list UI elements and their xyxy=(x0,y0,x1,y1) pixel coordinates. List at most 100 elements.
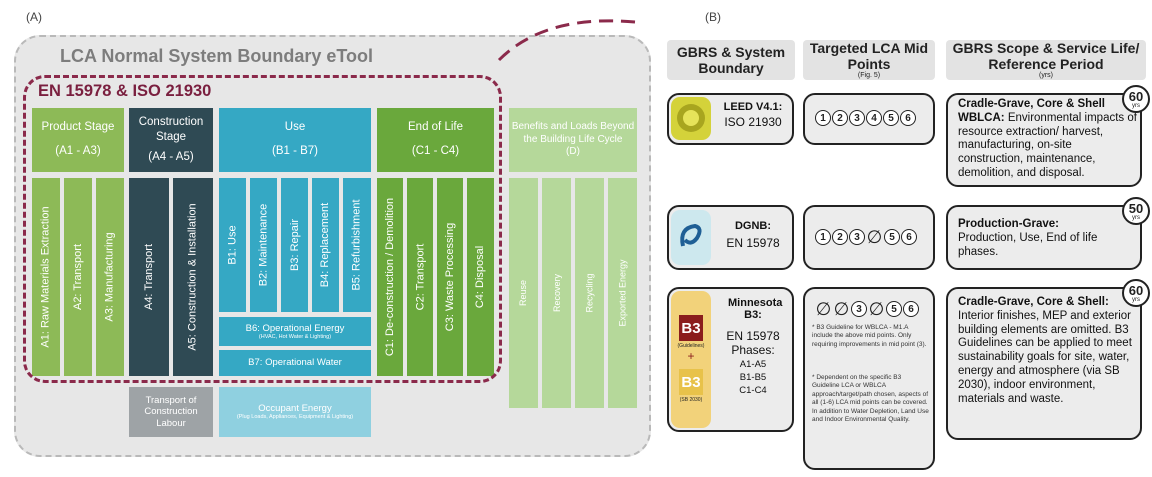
stage-header-construction: Construction Stage (A4 - A5) xyxy=(129,108,213,172)
module-b7: B7: Operational Water xyxy=(219,350,371,376)
header-lca-midpoints: Targeted LCA Mid Points (Fig. 5) xyxy=(803,40,935,80)
midpoint: 2 xyxy=(832,110,848,126)
module-d-recovery: Recovery xyxy=(542,178,571,408)
module-d-reuse: Reuse xyxy=(509,178,538,408)
module-label: Recycling xyxy=(584,273,595,313)
b3-note-2: * Dependent on the specific B3 Guideline… xyxy=(812,374,929,424)
module-label: Exported Energy xyxy=(617,259,628,327)
module-sublabel: (HVAC, Hot Water & Lighting) xyxy=(258,333,332,340)
transport-labour-box: Transport of Construction Labour xyxy=(129,387,213,437)
phase: B1-B5 xyxy=(739,372,767,383)
dgnb-name: DGNB: EN 15978 xyxy=(714,220,792,250)
stage-title: Benefits and Loads Beyond the Building L… xyxy=(511,121,635,145)
header-label: GBRS & System Boundary xyxy=(676,43,786,76)
stage-header-product: Product Stage (A1 - A3) xyxy=(32,108,124,172)
module-label: Reuse xyxy=(518,279,529,307)
midpoint: 3 xyxy=(849,229,865,245)
header-label: GBRS Scope & Service Life/ Reference Per… xyxy=(952,39,1140,72)
header-scope: GBRS Scope & Service Life/ Reference Per… xyxy=(946,40,1146,80)
phase: C1-C4 xyxy=(739,385,767,396)
stage-code: (A1 - A3) xyxy=(55,145,101,157)
module-label: B7: Operational Water xyxy=(248,357,342,369)
scope-title: Cradle-Grave, Core & Shell: xyxy=(958,296,1109,308)
etool-boundary-title: LCA Normal System Boundary eTool xyxy=(60,46,374,66)
system-standard: ISO 21930 xyxy=(724,115,782,129)
dgnb-scope-text: Production-Grave: Production, Use, End o… xyxy=(958,218,1128,259)
leed-seal-icon xyxy=(677,104,705,132)
connector-arc xyxy=(497,19,636,62)
module-b6: B6: Operational Energy (HVAC, Hot Water … xyxy=(219,317,371,346)
midpoint: 3 xyxy=(851,301,867,317)
leed-scope-box xyxy=(946,93,1142,187)
module-label: B6: Operational Energy xyxy=(245,322,345,334)
b3-years-badge: 60 yrs xyxy=(1122,279,1150,307)
dgnb-scope-box xyxy=(946,205,1142,270)
module-a1: A1: Raw Materials Extraction xyxy=(32,178,60,376)
midpoint-excluded: ∅ xyxy=(866,226,883,247)
b3-midpoints-box xyxy=(803,287,935,470)
module-d-exported-energy: Exported Energy xyxy=(608,178,637,408)
system-name: LEED V4.1: xyxy=(723,101,783,113)
midpoint: 4 xyxy=(866,110,882,126)
module-b2: B2: Maintenance xyxy=(250,178,277,312)
panel-a-label: (A) xyxy=(26,10,42,24)
system-name: Minnesota B3: xyxy=(728,297,783,321)
b3-note-1: * B3 Guideline for WBLCA - M1.A include … xyxy=(812,324,927,348)
header-sublabel: (Fig. 5) xyxy=(857,72,881,80)
midpoint: 1 xyxy=(815,229,831,245)
stage-code: (D) xyxy=(566,146,580,158)
module-a3: A3: Manufacturing xyxy=(96,178,124,376)
module-c4: C4: Disposal xyxy=(467,178,494,376)
phase: A1-A5 xyxy=(739,359,767,370)
b3-guidelines-mark: B3 xyxy=(679,315,703,341)
years-unit: yrs xyxy=(1132,214,1140,221)
midpoint: 5 xyxy=(883,110,899,126)
years-unit: yrs xyxy=(1132,296,1140,303)
en15978-boundary-title: EN 15978 & ISO 21930 xyxy=(38,82,212,100)
years-value: 60 xyxy=(1128,88,1144,104)
module-c1: C1: De-construction / Demolition xyxy=(377,178,403,376)
midpoint: 6 xyxy=(903,301,919,317)
stage-code: (A4 - A5) xyxy=(148,150,194,163)
header-gbrs: GBRS & System Boundary xyxy=(667,40,795,80)
module-b1: B1: Use xyxy=(219,178,246,312)
midpoint-excluded: ∅ xyxy=(833,298,850,319)
module-label: Recovery xyxy=(551,273,562,313)
header-sublabel: (yrs) xyxy=(1039,72,1053,80)
system-name: DGNB: xyxy=(734,220,772,232)
b3-scope-text: Cradle-Grave, Core & Shell: Interior fin… xyxy=(958,296,1134,406)
midpoint: 5 xyxy=(884,229,900,245)
midpoint-excluded: ∅ xyxy=(868,298,885,319)
b3-sb2030-caption: (SB 2030) xyxy=(679,397,703,403)
system-standard: EN 15978 Phases: xyxy=(726,329,780,357)
midpoint-excluded: ∅ xyxy=(815,298,832,319)
b3-scope-box xyxy=(946,287,1142,440)
scope-description: Production, Use, End of life phases. xyxy=(958,231,1098,258)
module-a4: A4: Transport xyxy=(129,178,169,376)
years-unit: yrs xyxy=(1132,102,1140,109)
stage-code: (C1 - C4) xyxy=(411,145,460,157)
stage-title: Product Stage xyxy=(41,121,115,134)
leed-name: LEED V4.1: ISO 21930 xyxy=(714,101,792,129)
years-value: 60 xyxy=(1128,282,1144,298)
scope-description: Environmental impacts of resource extrac… xyxy=(958,111,1137,179)
stage-title: End of Life xyxy=(408,121,463,134)
occupant-energy-box: Occupant Energy (Plug Loads, Appliances,… xyxy=(219,387,371,437)
b3-name: Minnesota B3: EN 15978 Phases: A1-A5 B1-… xyxy=(714,297,792,396)
years-value: 50 xyxy=(1128,200,1144,216)
dgnb-logo xyxy=(671,210,711,265)
module-b3: B3: Repair xyxy=(281,178,308,312)
box-sublabel: (Plug Loads, Appliances, Equipment & Lig… xyxy=(236,414,354,421)
dgnb-years-badge: 50 yrs xyxy=(1122,197,1150,225)
midpoint: 5 xyxy=(886,301,902,317)
stage-code: (B1 - B7) xyxy=(271,145,318,157)
stage-header-end-of-life: End of Life (C1 - C4) xyxy=(377,108,494,172)
b3-logo: B3 (Guidelines) + B3 (SB 2030) xyxy=(671,291,711,428)
midpoint: 2 xyxy=(832,229,848,245)
stage-title: Construction Stage xyxy=(138,115,204,144)
b3-guidelines-caption: (Guidelines) xyxy=(677,343,705,349)
leed-scope-text: Cradle-Grave, Core & Shell WBLCA: Enviro… xyxy=(958,98,1138,181)
box-label: Transport of Construction Labour xyxy=(144,394,198,429)
